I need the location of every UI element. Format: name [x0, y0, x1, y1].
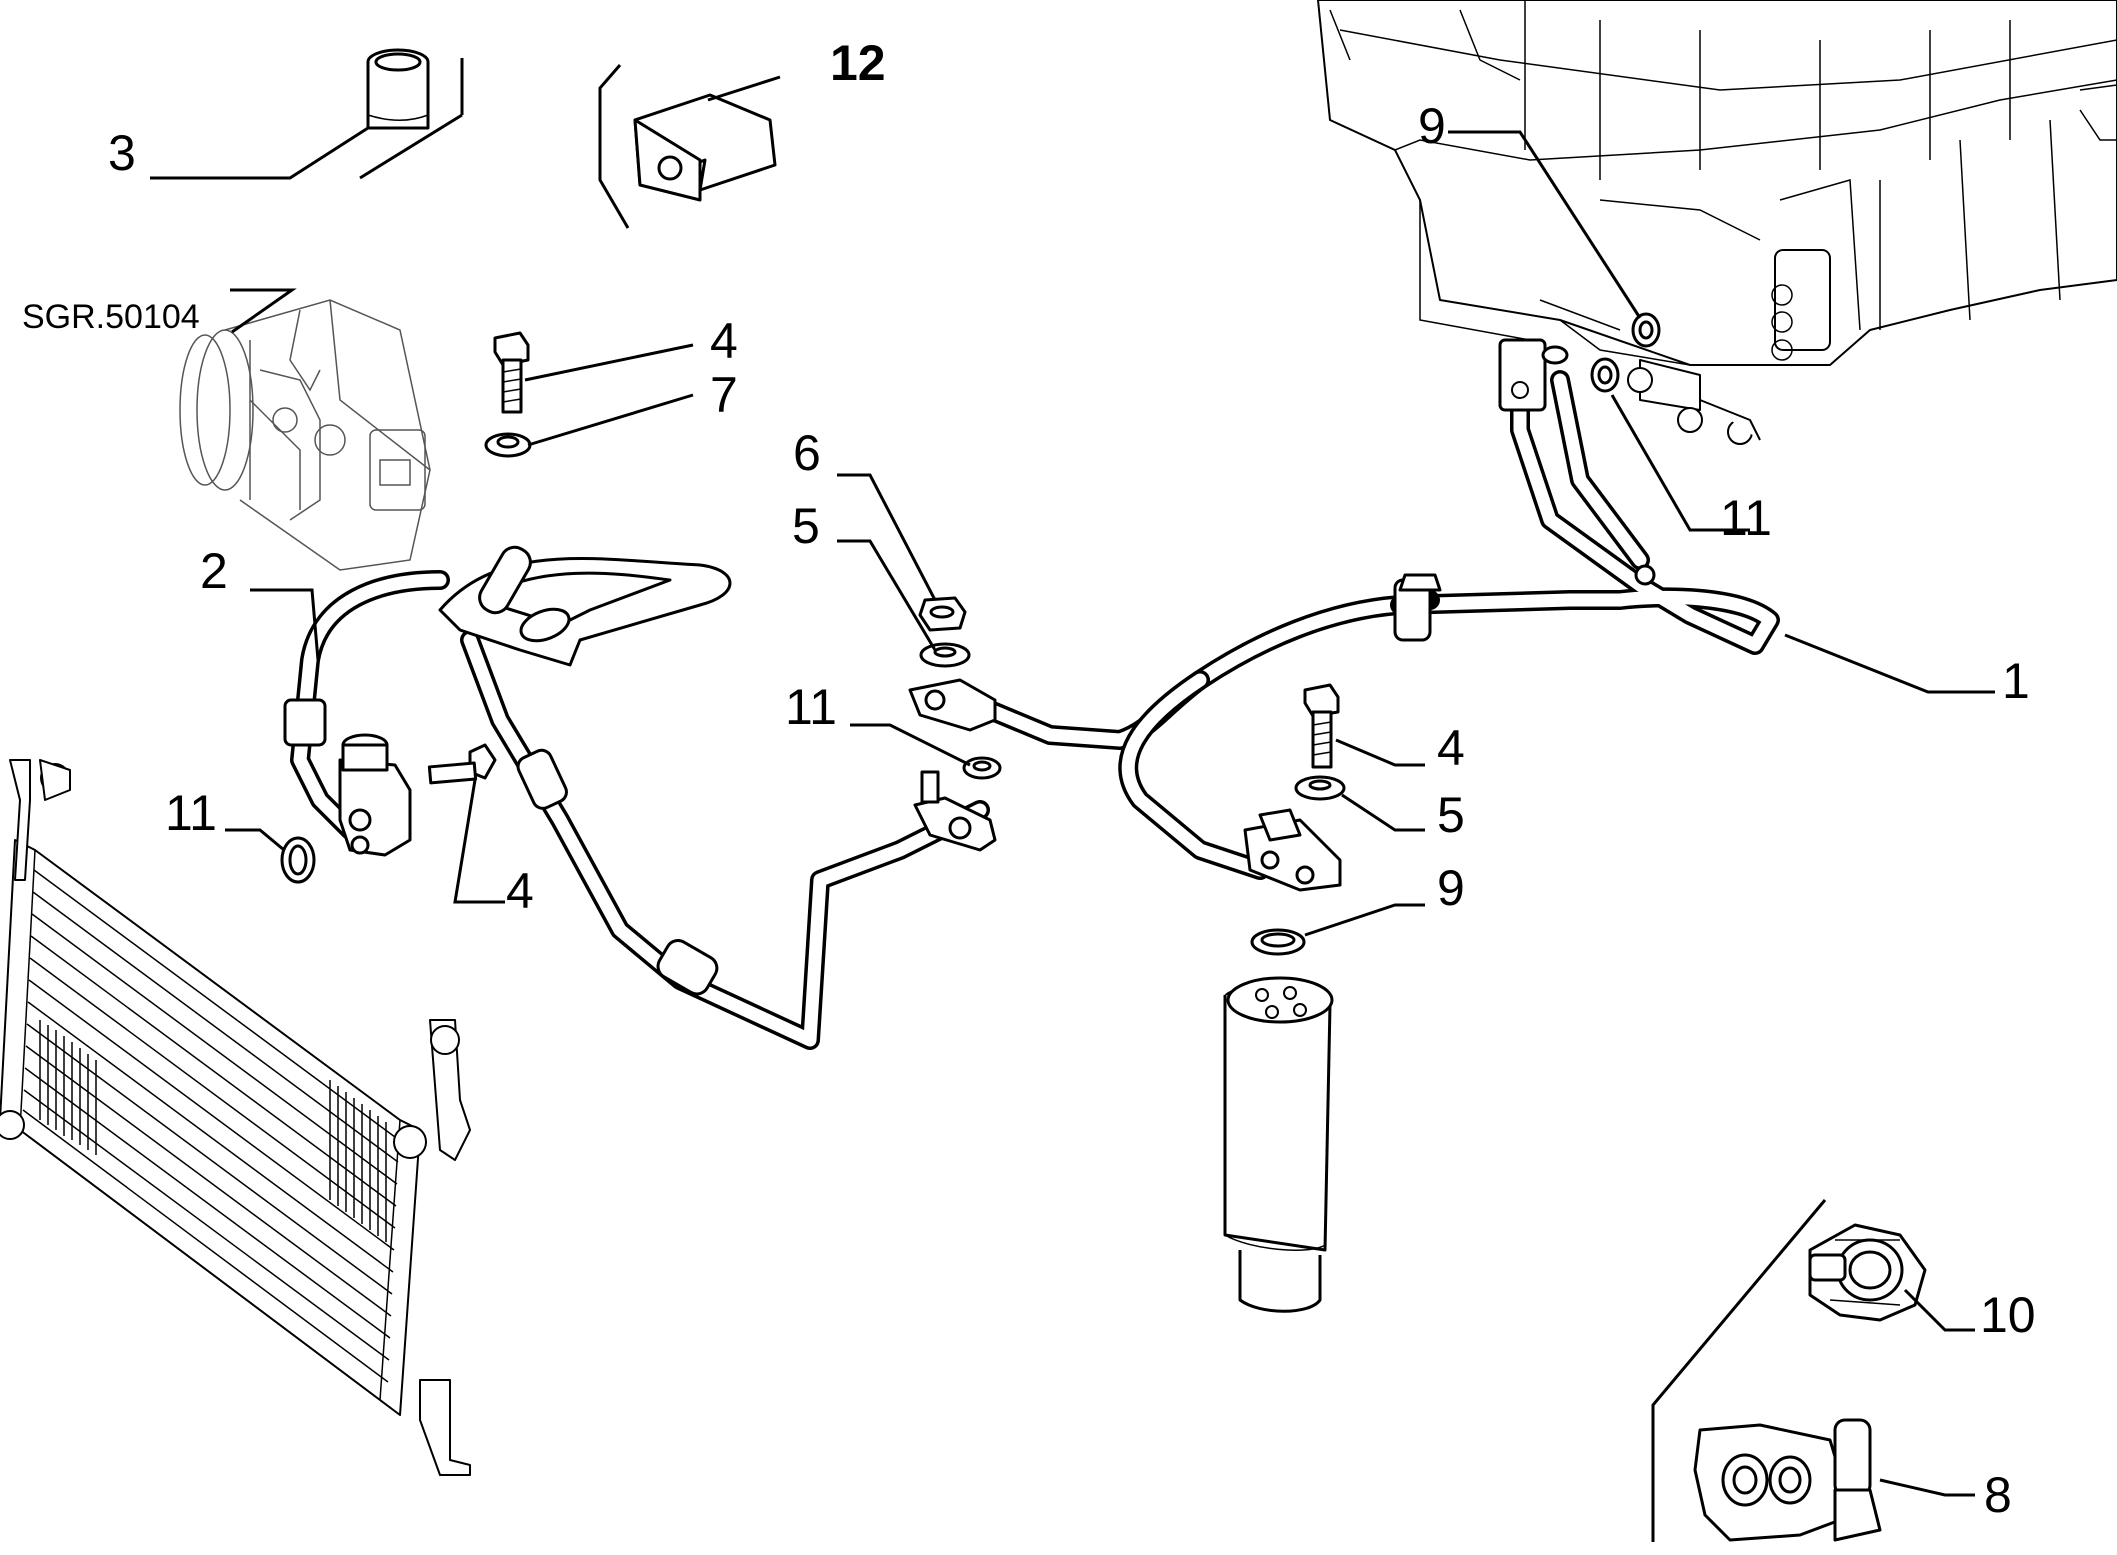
- separator-lines: [1651, 1199, 1827, 1542]
- receiver-drier: [1223, 976, 1334, 1313]
- callout-7: 7: [710, 367, 738, 423]
- callout-6: 6: [793, 425, 821, 481]
- callout-4-top: 4: [710, 313, 738, 369]
- compressor: [179, 299, 431, 571]
- callout-5-right: 5: [1437, 787, 1465, 843]
- callout-11-top: 11: [1720, 490, 1772, 546]
- part-3-sleeve: [359, 48, 464, 180]
- callout-1: 1: [2002, 653, 2030, 709]
- callout-11-left: 11: [165, 785, 217, 841]
- callout-9-bottom: 9: [1437, 860, 1465, 916]
- callout-8: 8: [1984, 1467, 2012, 1523]
- callout-labels: SGR.50104 1 2 3 4 4 4 5 5 6 7 8 9 9 10 1…: [22, 35, 2036, 1523]
- hvac-unit: [1317, 0, 2117, 445]
- callout-11-middle: 11: [785, 679, 837, 735]
- callout-2: 2: [200, 543, 228, 599]
- part-12-bracket: [598, 64, 777, 229]
- part-10-clip: [1808, 1223, 1927, 1322]
- callout-9-top: 9: [1418, 98, 1446, 154]
- pipe-3: [438, 545, 997, 1050]
- callout-10: 10: [1980, 1287, 2036, 1343]
- callout-12: 12: [830, 35, 886, 91]
- part-8-clip: [1693, 1418, 1882, 1542]
- callout-4-middle: 4: [506, 863, 534, 919]
- pipe-2: [283, 570, 450, 857]
- leader-lines: [150, 75, 1995, 1497]
- callout-3: 3: [108, 125, 136, 181]
- condenser: [0, 759, 471, 1476]
- ref-code-label: SGR.50104: [22, 298, 200, 336]
- callout-5-left: 5: [792, 498, 820, 554]
- callout-4-right: 4: [1437, 720, 1465, 776]
- pipe-1: [908, 338, 1780, 892]
